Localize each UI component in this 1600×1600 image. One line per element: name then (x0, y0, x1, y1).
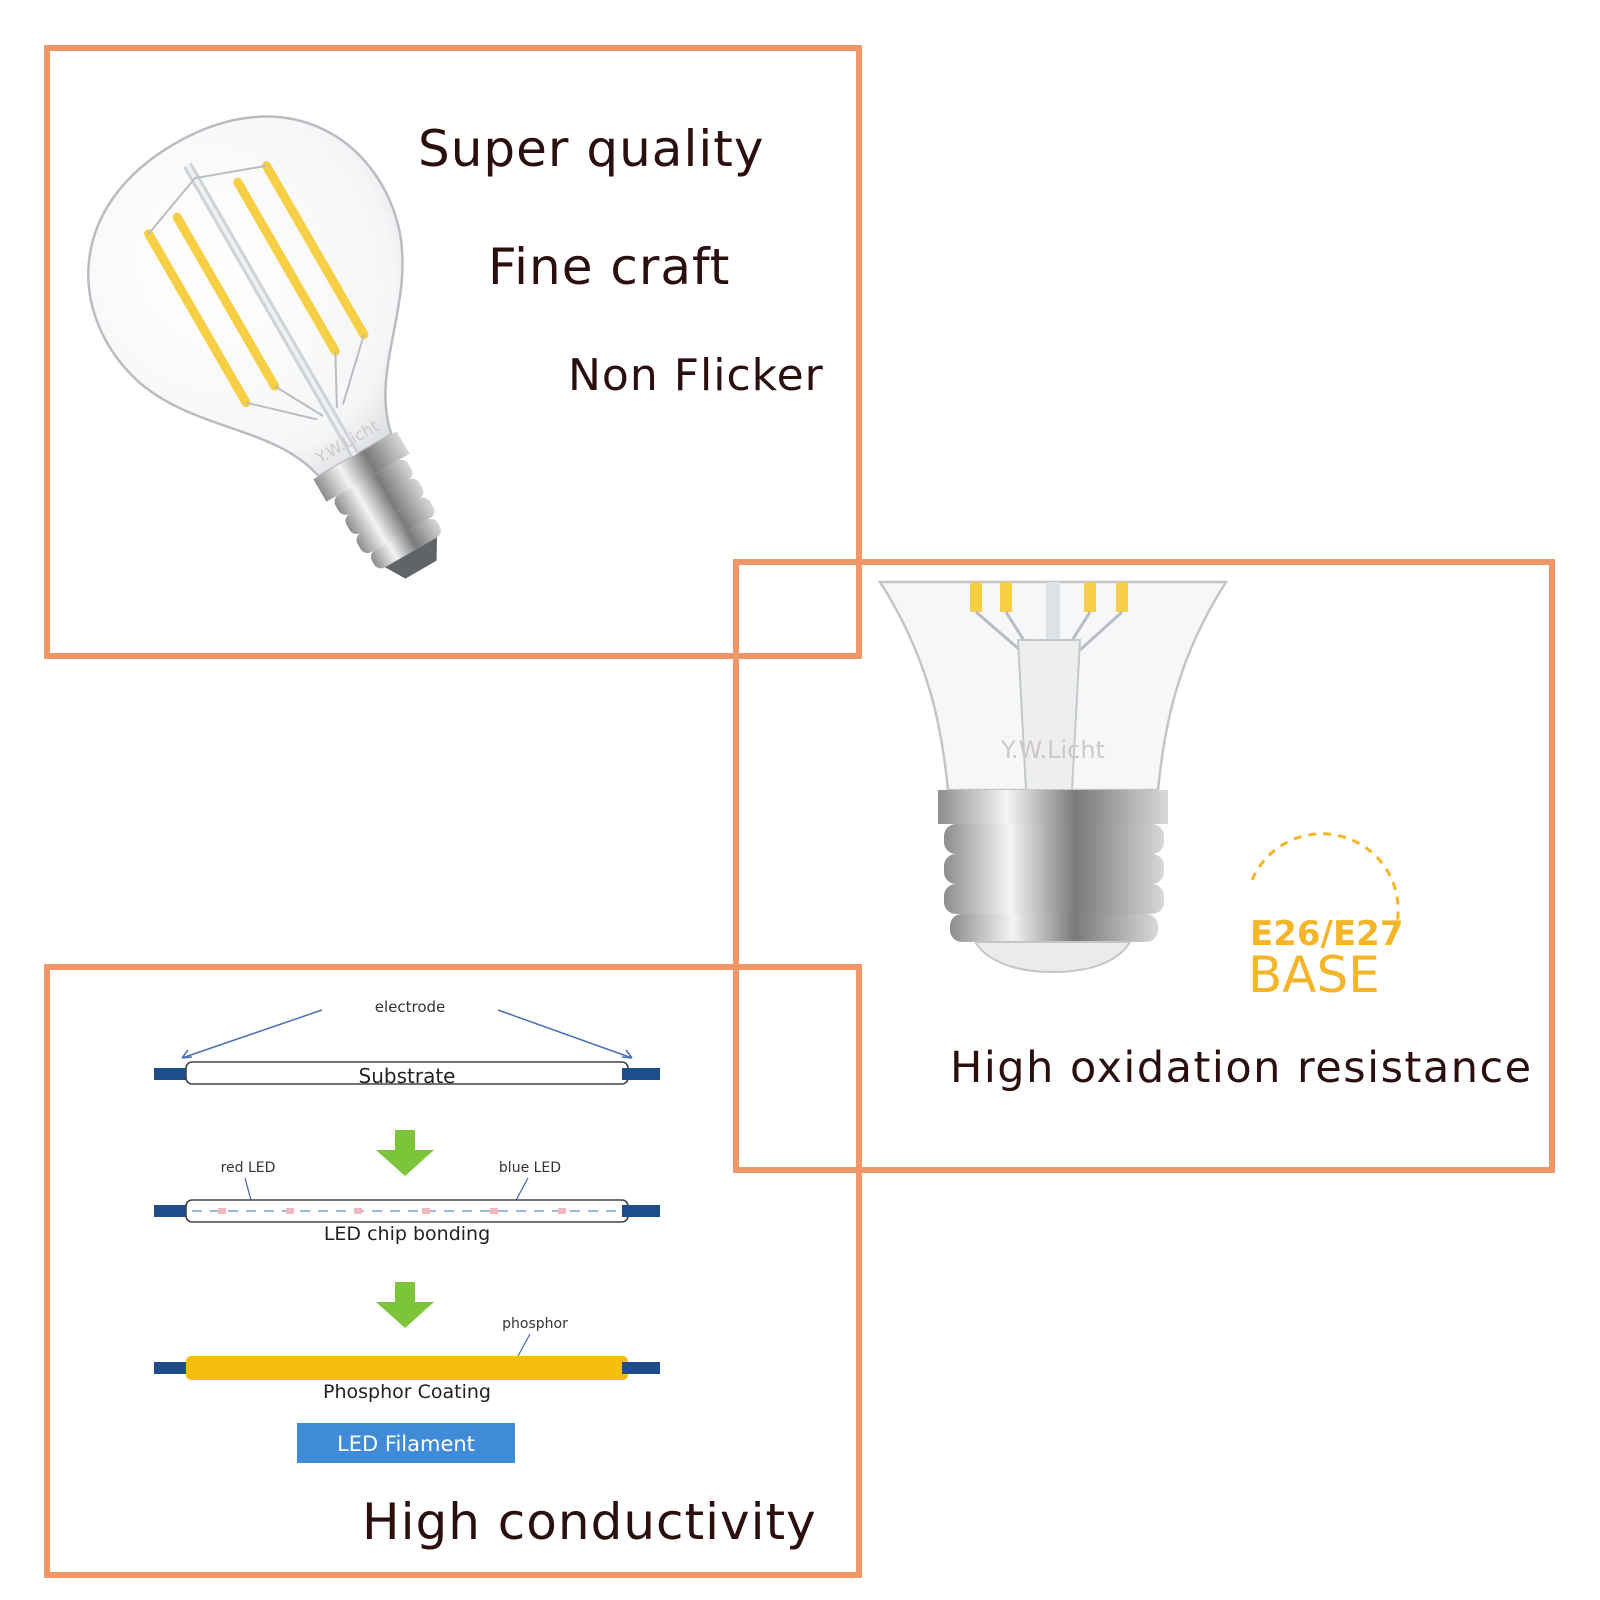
led-filament-box (297, 1423, 515, 1463)
chip-bonding-label: LED chip bonding (324, 1223, 490, 1245)
feature-panel-filament (44, 964, 862, 1578)
electrode-left (154, 1068, 192, 1080)
feature-panel-quality (44, 45, 862, 659)
red-led-label: red LED (221, 1160, 276, 1176)
heading-conductivity: High conductivity (362, 1493, 817, 1551)
substrate-label: Substrate (359, 1064, 456, 1088)
base-label-text: BASE (1248, 946, 1380, 1004)
blue-led-label: blue LED (499, 1160, 561, 1176)
base-type-text: E26/E27 (1250, 914, 1404, 954)
heading-oxidation-resistance: High oxidation resistance (950, 1043, 1533, 1093)
heading-super-quality: Super quality (418, 120, 765, 178)
phosphor-label: phosphor (502, 1316, 568, 1332)
heading-non-flicker: Non Flicker (568, 350, 824, 401)
phosphor-coating-label: Phosphor Coating (323, 1381, 491, 1403)
phosphor-bar (186, 1356, 628, 1380)
step-arrow-2 (376, 1282, 434, 1328)
electrode-label: electrode (375, 998, 446, 1016)
step-arrow-1 (376, 1130, 434, 1176)
led-filament-label: LED Filament (337, 1432, 475, 1456)
heading-fine-craft: Fine craft (488, 238, 731, 296)
base-watermark: Y.W.Licht (1000, 736, 1105, 764)
electrode-right (622, 1068, 660, 1080)
feature-panel-base (733, 559, 1555, 1173)
